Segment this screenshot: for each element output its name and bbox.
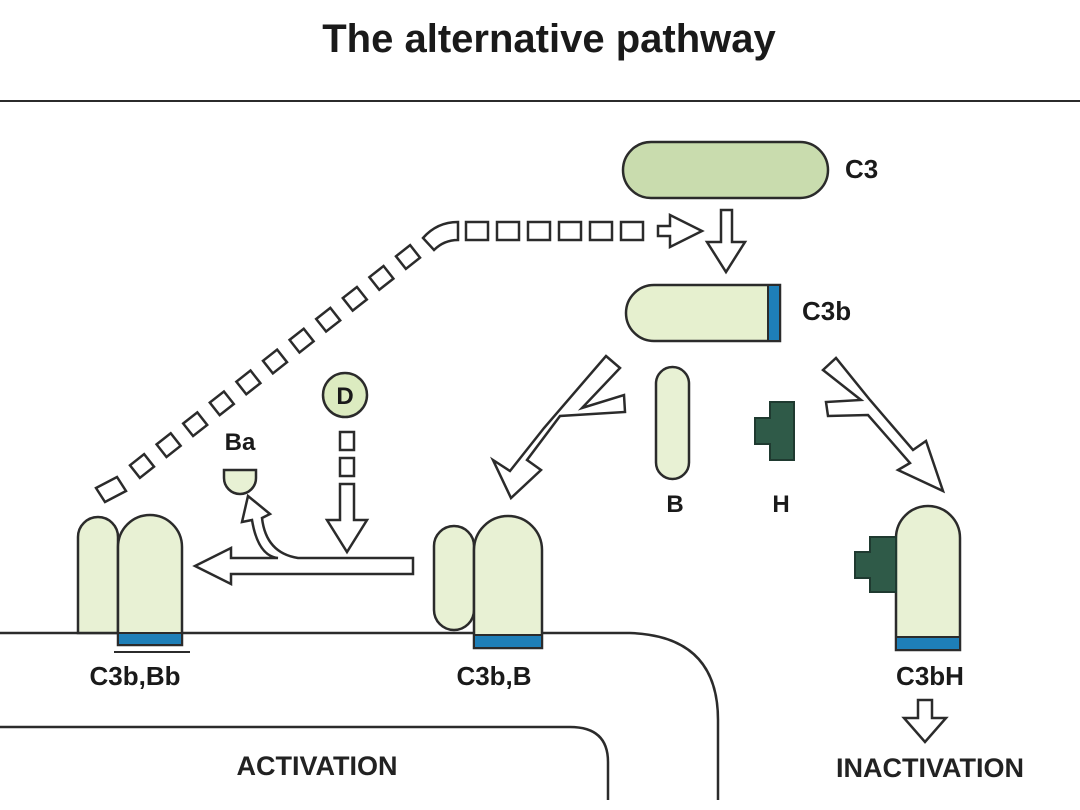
loop-dash xyxy=(128,452,156,480)
c3bh-label: C3bH xyxy=(896,661,964,691)
bound-h-molecule xyxy=(854,536,897,593)
loop-dash xyxy=(208,389,236,417)
c3b-label: C3b xyxy=(802,296,851,326)
c3bh-binding-site xyxy=(895,636,961,651)
d-dash-1 xyxy=(338,430,356,452)
factor-b-molecule xyxy=(654,365,691,481)
factor-h-molecule xyxy=(754,401,795,461)
c3bb-label: C3b,B xyxy=(456,661,531,691)
c3bh-complex xyxy=(854,504,962,652)
activation-label: ACTIVATION xyxy=(237,751,398,781)
loop-dash xyxy=(181,410,209,438)
loop-dash xyxy=(367,264,396,292)
c3b-to-c3bb-arrow xyxy=(489,354,627,501)
c3b-to-c3bh-arrow xyxy=(821,356,946,494)
loop-corner xyxy=(421,220,460,252)
loop-dash xyxy=(619,220,645,242)
c3b-subunit xyxy=(116,513,184,647)
loop-dash xyxy=(234,368,263,397)
loop-dash xyxy=(314,306,342,334)
inactivation-arrow xyxy=(901,698,949,744)
inactivation-label: INACTIVATION xyxy=(836,753,1024,783)
cleavage-arrow xyxy=(192,493,415,587)
factor-d-label: D xyxy=(336,383,353,410)
d-arrow xyxy=(324,482,370,555)
c3bbb-binding-site xyxy=(117,632,183,646)
loop-dash xyxy=(588,220,614,242)
b-subunit xyxy=(432,524,476,632)
c3-to-c3b-arrow xyxy=(704,208,748,275)
loop-dash xyxy=(526,220,552,242)
loop-dash xyxy=(495,220,521,242)
loop-dash xyxy=(261,347,289,376)
d-dash-2 xyxy=(338,456,356,478)
c3-label: C3 xyxy=(845,154,878,184)
loop-arrowhead xyxy=(656,212,705,250)
loop-dash xyxy=(394,243,422,271)
c3bbb-label: C3b,Bb xyxy=(90,661,181,691)
factor-d-molecule xyxy=(321,371,369,419)
cell-membrane xyxy=(0,631,720,800)
c3-molecule xyxy=(621,140,830,200)
loop-dash xyxy=(341,285,369,313)
inner-membrane xyxy=(0,725,610,800)
loop-dash xyxy=(154,431,183,459)
loop-horizontal-boxes xyxy=(464,220,645,242)
diagram-title: The alternative pathway xyxy=(322,17,776,61)
loop-dash xyxy=(464,220,490,242)
loop-diagonal-boxes xyxy=(128,243,422,480)
c3bbb-complex xyxy=(76,513,184,647)
c3b-subunit xyxy=(894,504,962,652)
ba-label: Ba xyxy=(225,429,256,456)
c3b-binding-site xyxy=(767,284,781,342)
c3bb-complex xyxy=(432,514,544,650)
c3b-subunit xyxy=(472,514,544,650)
c3b-molecule xyxy=(624,283,782,343)
c3bb-binding-site xyxy=(473,634,543,649)
factor-h-label: H xyxy=(772,491,789,518)
loop-segment xyxy=(94,475,128,504)
loop-dash xyxy=(287,326,316,355)
factor-b-label: B xyxy=(666,491,683,518)
amplification-loop-arrow xyxy=(94,212,705,504)
ba-fragment xyxy=(222,468,258,496)
loop-dash xyxy=(557,220,583,242)
bb-subunit xyxy=(76,515,120,635)
